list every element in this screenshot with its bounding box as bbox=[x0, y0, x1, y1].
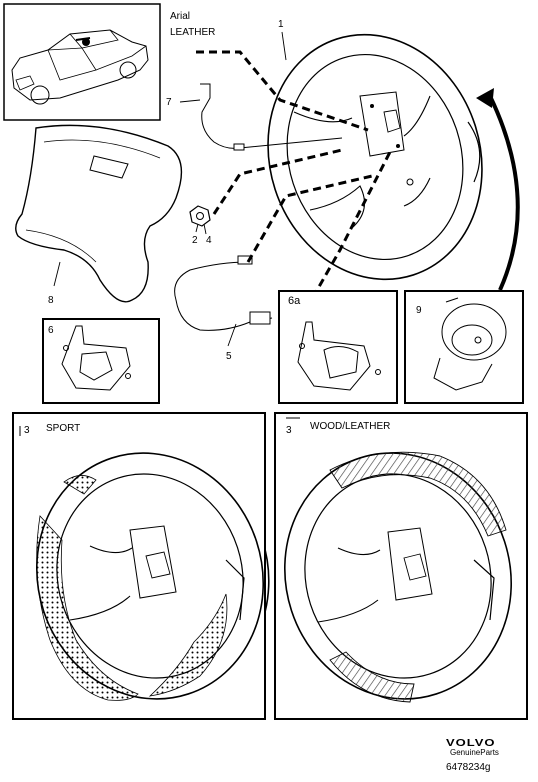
callout-2: 2 bbox=[192, 235, 198, 246]
callout-7: 7 bbox=[166, 97, 172, 108]
label-wood-leather: WOOD/LEATHER bbox=[310, 421, 391, 432]
label-sport: SPORT bbox=[46, 423, 81, 434]
harness-5 bbox=[174, 255, 273, 331]
box-6 bbox=[42, 318, 160, 404]
assembly-leaders bbox=[196, 50, 392, 321]
callout-3-sport: 3 bbox=[24, 425, 30, 436]
callout-9: 9 bbox=[416, 305, 422, 316]
callout-leaders bbox=[53, 31, 287, 347]
nut bbox=[189, 205, 211, 227]
callout-4: 4 bbox=[206, 235, 212, 246]
brand-logo: VOLVO bbox=[446, 736, 496, 749]
callout-6: 6 bbox=[48, 325, 54, 336]
callout-3-wood: 3 bbox=[286, 425, 292, 436]
diagram-code: 6478234g bbox=[446, 762, 491, 773]
box-sport bbox=[12, 412, 266, 720]
airbag-module bbox=[15, 124, 183, 303]
callout-5: 5 bbox=[226, 351, 232, 362]
car-thumbnail bbox=[3, 3, 161, 121]
brand-subtitle: GenuineParts bbox=[450, 748, 499, 757]
callout-6a: 6a bbox=[288, 295, 301, 307]
callout-1: 1 bbox=[278, 19, 284, 30]
label-leather: LEATHER bbox=[170, 27, 216, 38]
swap-arrow-head bbox=[476, 88, 494, 108]
harness-7 bbox=[200, 83, 343, 151]
callout-8: 8 bbox=[48, 295, 54, 306]
box-wood-leather bbox=[274, 412, 528, 720]
box-9 bbox=[404, 290, 524, 404]
label-arial: Arial bbox=[170, 11, 191, 22]
swap-arrow bbox=[488, 95, 520, 291]
box-6a bbox=[278, 290, 398, 404]
main-steering-wheel bbox=[267, 33, 483, 281]
